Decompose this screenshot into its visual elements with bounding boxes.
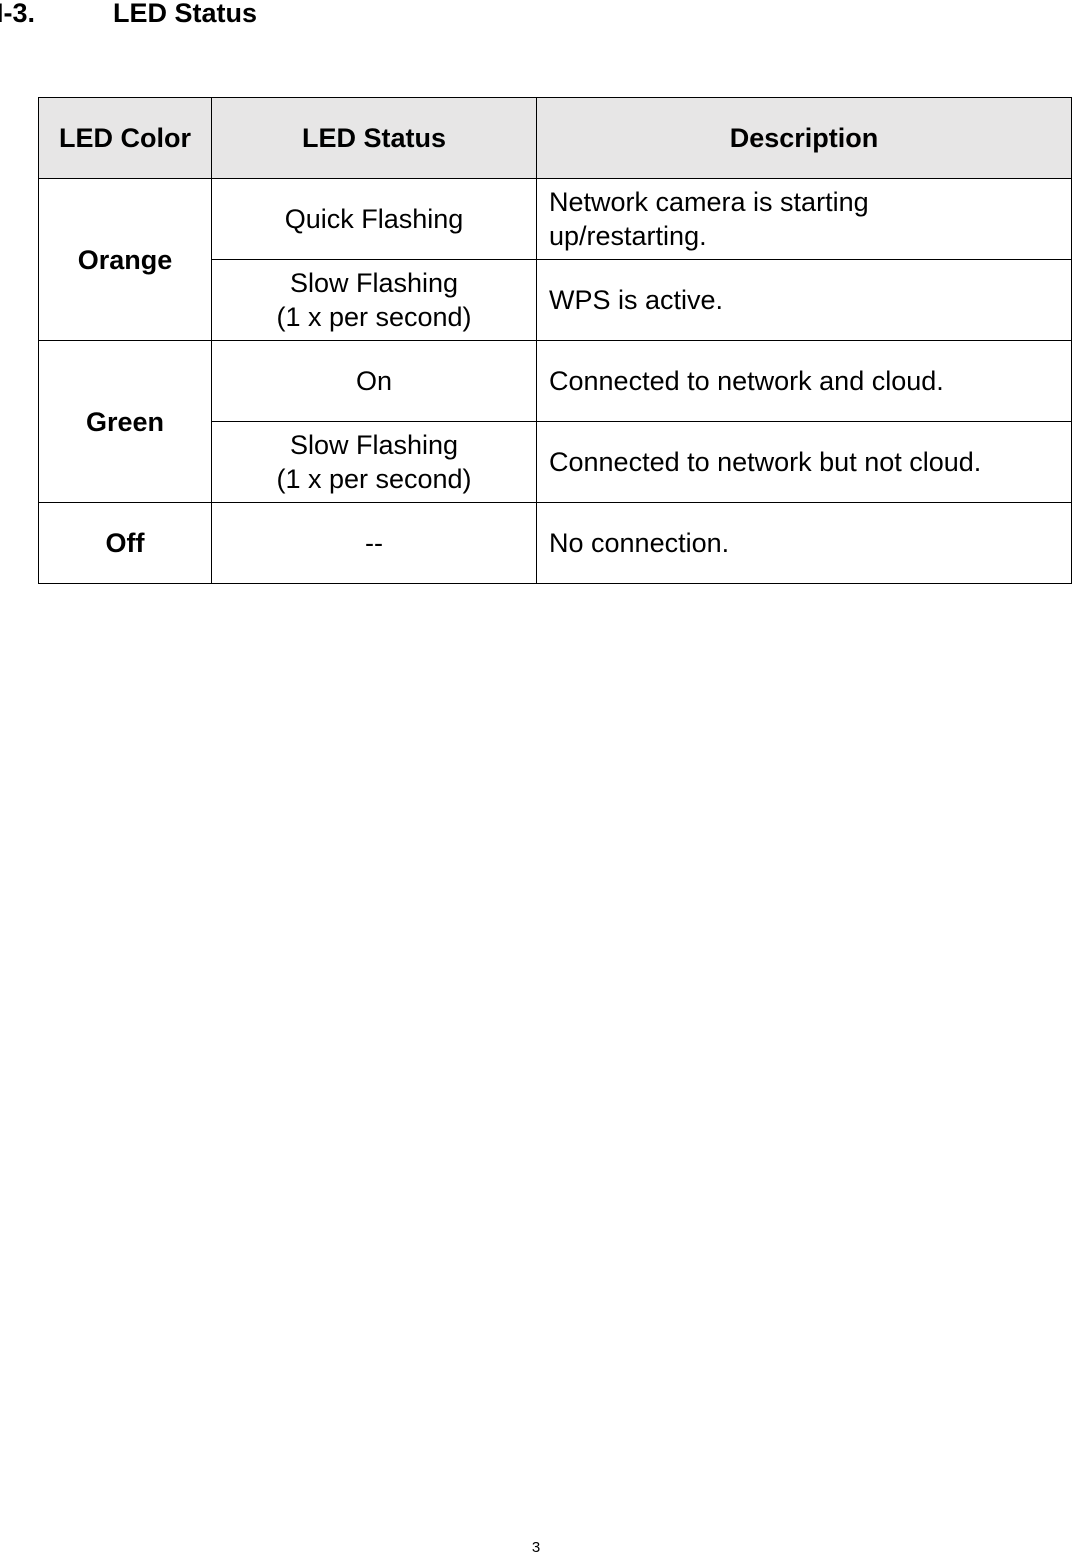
table-row: Slow Flashing (1 x per second) WPS is ac… xyxy=(39,259,1072,341)
status-line: Slow Flashing xyxy=(289,268,459,298)
led-status-cell: Quick Flashing xyxy=(211,178,537,260)
section-title: LED Status xyxy=(113,0,258,28)
header-led-status: LED Status xyxy=(211,97,537,179)
section-number: I-3. xyxy=(0,0,36,28)
description-line: Connected to network but not cloud. xyxy=(549,447,982,477)
description-line: WPS is active. xyxy=(549,285,724,315)
led-color-green: Green xyxy=(38,340,212,503)
header-led-color: LED Color xyxy=(38,97,212,179)
description-cell: Connected to network and cloud. xyxy=(536,340,1072,422)
status-line: Slow Flashing xyxy=(289,430,459,460)
table-row: Off -- No connection. xyxy=(38,502,1072,584)
status-line: (1 x per second) xyxy=(276,464,472,494)
header-description: Description xyxy=(536,97,1072,179)
led-status-cell: Slow Flashing (1 x per second) xyxy=(211,421,537,503)
table-row: Orange Quick Flashing Network camera is … xyxy=(38,178,1072,341)
description-cell: Network camera is starting up/restarting… xyxy=(536,178,1072,260)
led-color-off: Off xyxy=(38,502,212,584)
table-header: LED Color LED Status Description xyxy=(38,97,1072,179)
table-row: Slow Flashing (1 x per second) Connected… xyxy=(39,421,1072,503)
status-line: -- xyxy=(365,528,383,558)
description-cell: No connection. xyxy=(536,502,1072,584)
description-line: No connection. xyxy=(549,528,730,558)
description-cell: WPS is active. xyxy=(536,259,1072,341)
led-status-table: LED Color LED Status Description Orange … xyxy=(38,97,1072,584)
status-line: (1 x per second) xyxy=(276,302,472,332)
page-number: 3 xyxy=(531,1539,541,1556)
led-status-cell: Slow Flashing (1 x per second) xyxy=(211,259,537,341)
table-row: Green On Connected to network and cloud. xyxy=(38,340,1072,503)
description-line: Network camera is starting xyxy=(549,187,869,217)
header-row: LED Color LED Status Description xyxy=(38,97,1072,179)
led-color-orange: Orange xyxy=(38,178,212,341)
status-line: On xyxy=(355,366,393,396)
description-line: Connected to network and cloud. xyxy=(549,366,944,396)
led-status-cell: -- xyxy=(211,502,537,584)
status-line: Quick Flashing xyxy=(284,204,464,234)
led-status-cell: On xyxy=(211,340,537,422)
description-line: up/restarting. xyxy=(549,221,707,251)
table-body: Orange Quick Flashing Network camera is … xyxy=(38,178,1072,584)
description-cell: Connected to network but not cloud. xyxy=(536,421,1072,503)
